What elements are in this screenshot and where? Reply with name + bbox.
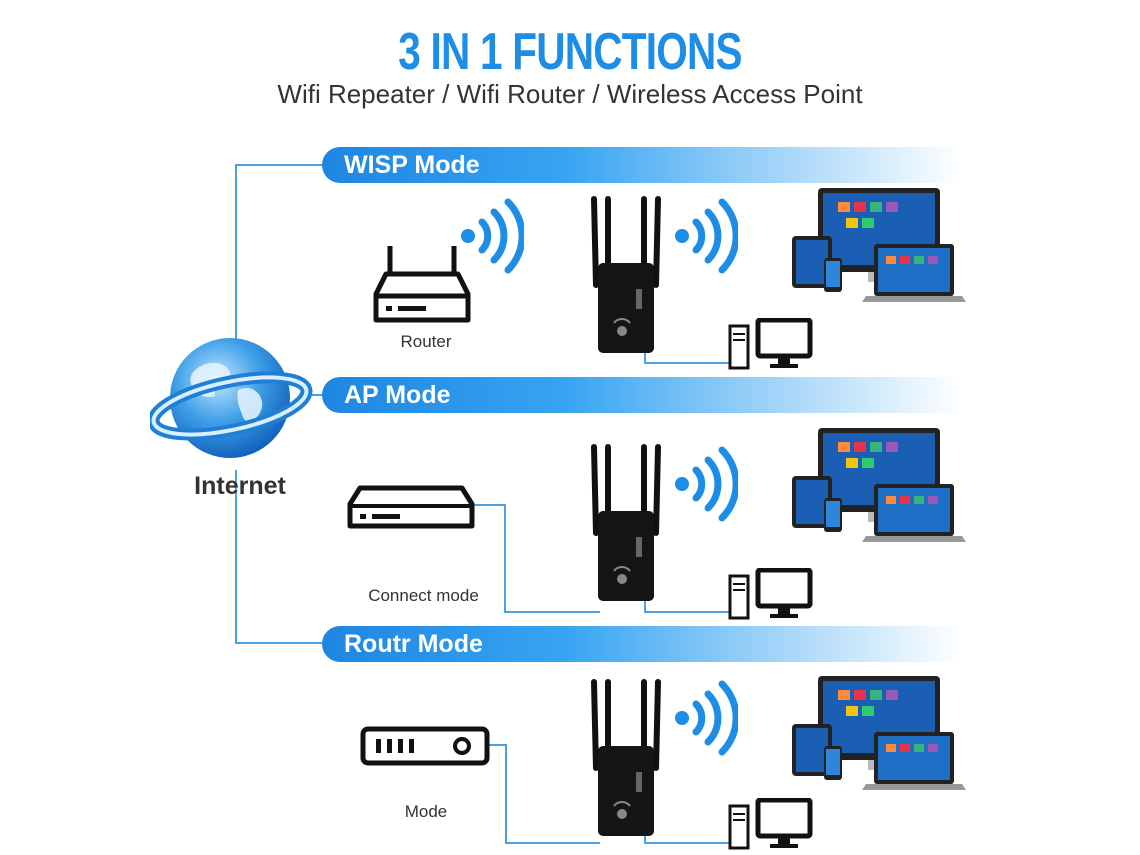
routr-source-label: Mode (404, 802, 448, 821)
internet-label: Internet (194, 472, 286, 500)
wifi-signal-icon (675, 680, 738, 756)
wifi-extender-icon (591, 196, 661, 353)
line-ap-extender-pc (644, 600, 730, 613)
page-subtitle: Wifi Repeater / Wifi Router / Wireless A… (277, 79, 863, 109)
wifi-extender-icon (591, 679, 661, 836)
line-routr-extender-pc (644, 835, 730, 844)
devices-cluster-icon (792, 676, 966, 790)
line-routr-modem-extender (486, 744, 600, 844)
router-icon (373, 246, 471, 323)
line-to-wisp (235, 164, 330, 345)
routr-mode-label: Routr Mode (344, 630, 483, 658)
ap-mode-label: AP Mode (344, 381, 451, 409)
desktop-pc-icon (728, 798, 813, 850)
wifi-signal-icon (675, 446, 738, 522)
line-to-routr (235, 470, 330, 644)
wisp-mode-label: WISP Mode (344, 151, 480, 179)
modem-icon (360, 726, 490, 766)
desktop-pc-icon (728, 568, 813, 620)
switch-icon (347, 485, 475, 529)
wifi-extender-icon (591, 444, 661, 601)
wisp-mode-banner: WISP Mode (322, 147, 962, 183)
wifi-signal-icon (461, 198, 524, 274)
page-title: 3 IN 1 FUNCTIONS (398, 23, 742, 81)
routr-mode-banner: Routr Mode (322, 626, 962, 662)
desktop-pc-icon (728, 318, 813, 370)
line-ap-router-extender (472, 504, 600, 613)
wifi-signal-icon (675, 198, 738, 274)
ap-mode-banner: AP Mode (322, 377, 962, 413)
devices-cluster-icon (792, 428, 966, 542)
devices-cluster-icon (792, 188, 966, 302)
globe-icon (150, 338, 313, 458)
wisp-source-label: Router (400, 332, 452, 351)
ap-source-label: Connect mode (368, 586, 479, 605)
